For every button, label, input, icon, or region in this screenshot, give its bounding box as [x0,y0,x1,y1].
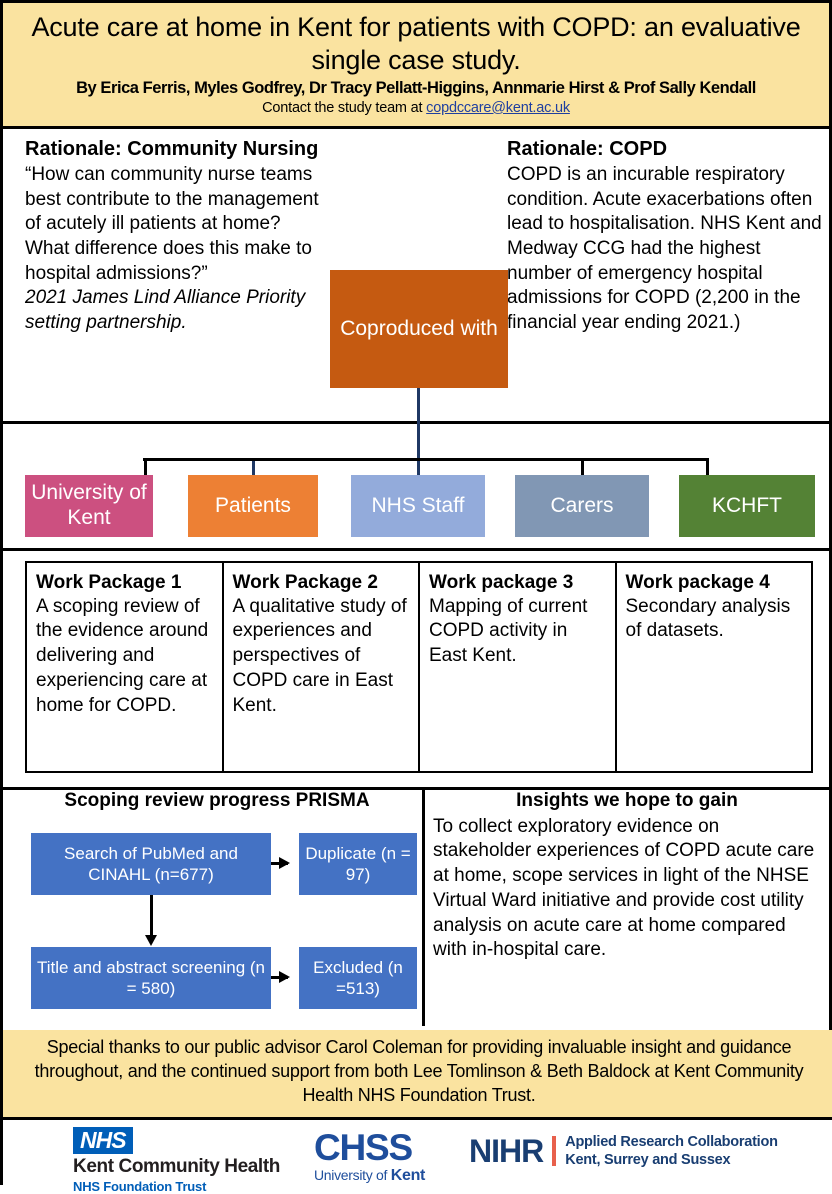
prisma-arrow-search-to-duplicate [271,856,290,869]
stakeholder-row: University of Kent Patients NHS Staff Ca… [3,475,832,537]
nihr-divider-bar-icon [552,1136,557,1167]
connector-drop-patients [252,461,255,479]
work-package-title-2: Work Package 2 [232,572,378,593]
insights-text: To collect exploratory evidence on stake… [433,815,815,961]
rationale-nursing-source: 2021 James Lind Alliance Priority settin… [25,287,306,333]
work-package-text-1: A scoping review of the evidence around … [36,595,209,716]
poster-header: Acute care at home in Kent for patients … [3,3,829,129]
nhs-kent-community-health-logo: NHS Kent Community Health NHS Foundation… [73,1127,280,1194]
connector-drop-kchft [706,461,709,479]
work-package-cell-3: Work package 3 Mapping of current COPD a… [420,563,617,771]
nihr-arc-kss-logo: NIHR Applied Research Collaboration Kent… [469,1133,778,1169]
rationale-nursing-block: Rationale: Community Nursing “How can co… [25,137,325,336]
nhs-logo-line2: NHS Foundation Trust [73,1179,207,1194]
stakeholder-patients[interactable]: Patients [188,475,318,537]
work-package-title-4: Work package 4 [625,572,770,593]
work-package-cell-4: Work package 4 Secondary analysis of dat… [617,563,812,771]
prisma-box-search[interactable]: Search of PubMed and CINAHL (n=677) [31,832,271,895]
connector-drop-nhs-staff [417,461,420,479]
stakeholder-carers[interactable]: Carers [515,475,649,537]
prisma-box-excluded[interactable]: Excluded (n =513) [299,946,417,1009]
nihr-subtitle-line1: Applied Research Collaboration [565,1134,778,1150]
rationale-copd-title: Rationale: COPD [507,137,668,160]
nihr-wordmark: NIHR [469,1133,544,1170]
prisma-arrow-search-to-screening [144,894,157,946]
lower-band-divider [422,788,425,1026]
contact-line: Contact the study team at copdccare@kent… [17,100,815,116]
rationale-nursing-title: Rationale: Community Nursing [25,137,319,160]
chss-subtitle: University of Kent [314,1167,425,1185]
stakeholder-nhs-staff[interactable]: NHS Staff [351,475,485,537]
prisma-flowchart: Search of PubMed and CINAHL (n=677) Dupl… [17,817,417,1017]
nihr-subtitle: Applied Research Collaboration Kent, Sur… [565,1133,778,1169]
chss-subtitle-kent: Kent [390,1167,426,1184]
work-package-text-4: Secondary analysis of datasets. [625,595,791,642]
connector-drop-university [144,461,147,479]
connector-horizontal-bus [143,458,709,461]
coproduced-connector-stem [417,388,420,460]
prisma-title: Scoping review progress PRISMA [64,790,370,811]
rationale-nursing-quote: “How can community nurse teams best cont… [25,163,319,284]
contact-email-link[interactable]: copdccare@kent.ac.uk [426,99,570,116]
chss-subtitle-prefix: University of [314,1167,391,1183]
work-packages-band: Work Package 1 A scoping review of the e… [3,548,832,790]
logo-strip: NHS Kent Community Health NHS Foundation… [3,1120,832,1194]
work-package-text-3: Mapping of current COPD activity in East… [429,595,588,667]
author-list: By Erica Ferris, Myles Godfrey, Dr Tracy… [76,78,756,97]
work-package-cell-2: Work Package 2 A qualitative study of ex… [224,563,420,771]
acknowledgements-banner: Special thanks to our public advisor Car… [3,1030,832,1120]
nhs-logo-line1: Kent Community Health [73,1156,280,1178]
work-packages-table: Work Package 1 A scoping review of the e… [25,561,813,773]
lower-band: Scoping review progress PRISMA Search of… [3,784,832,1033]
insights-section: Insights we hope to gain To collect expl… [433,790,821,963]
page-title: Acute care at home in Kent for patients … [31,12,801,75]
stakeholder-kchft[interactable]: KCHFT [679,475,815,537]
chss-wordmark: CHSS [314,1127,413,1168]
work-package-text-2: A qualitative study of experiences and p… [232,595,407,716]
rationale-band: Rationale: Community Nursing “How can co… [3,129,829,424]
work-package-cell-1: Work Package 1 A scoping review of the e… [27,563,224,771]
insights-title: Insights we hope to gain [516,790,738,811]
chss-university-of-kent-logo: CHSS University of Kent [314,1129,425,1185]
nihr-subtitle-line2: Kent, Surrey and Sussex [565,1152,731,1169]
contact-prefix: Contact the study team at [262,99,427,116]
rationale-copd-block: Rationale: COPD COPD is an incurable res… [507,137,829,336]
nhs-badge-icon: NHS [73,1127,133,1155]
prisma-section: Scoping review progress PRISMA Search of… [17,790,417,1017]
prisma-arrow-screening-to-excluded [271,970,290,983]
connector-drop-carers [581,461,584,479]
work-package-title-3: Work package 3 [429,572,574,593]
rationale-copd-body: COPD is an incurable respiratory conditi… [507,163,822,333]
prisma-box-duplicate[interactable]: Duplicate (n = 97) [299,832,417,895]
stakeholder-university-of-kent[interactable]: University of Kent [25,475,153,537]
coproduced-with-box: Coproduced with [330,270,508,388]
work-package-title-1: Work Package 1 [36,572,182,593]
prisma-box-screening[interactable]: Title and abstract screening (n = 580) [31,946,271,1009]
